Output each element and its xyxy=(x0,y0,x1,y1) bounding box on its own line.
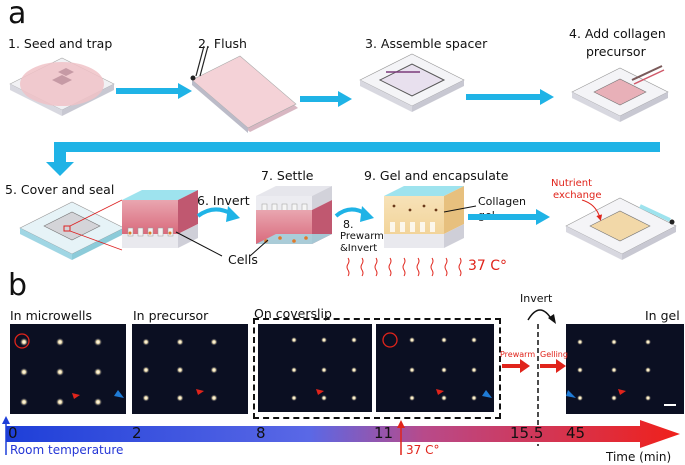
step-3-label: 3. Assemble spacer xyxy=(365,36,488,51)
prewarm-arrow xyxy=(502,359,530,373)
tick-11: 11 xyxy=(374,424,394,442)
panel-letter-a: a xyxy=(8,0,27,31)
prewarm-step-number: 8. xyxy=(343,218,354,231)
room-temperature-label: Room temperature xyxy=(10,443,124,457)
micrograph-cells xyxy=(20,337,651,406)
process-arrow-3 xyxy=(466,89,554,105)
step-9-label: 9. Gel and encapsulate xyxy=(364,168,509,183)
label-invert: Invert xyxy=(520,292,553,305)
step-7-label: 7. Settle xyxy=(261,168,314,183)
coverslip-dashed-box xyxy=(253,318,501,419)
blue-markers xyxy=(114,390,576,398)
process-arrow-2 xyxy=(300,91,352,107)
tick-2: 2 xyxy=(132,424,142,442)
chip-step4 xyxy=(571,65,669,122)
label-gelling: Gelling xyxy=(540,350,568,359)
red-markers xyxy=(72,389,626,399)
time-axis-label: Time (min) xyxy=(606,450,672,464)
invert-curve-arrow xyxy=(527,309,553,321)
timeline-temp-label: 37 C° xyxy=(406,443,440,457)
timeline-bar xyxy=(6,420,680,448)
nutrient-pointer xyxy=(581,199,603,221)
chip-step5 xyxy=(19,201,125,260)
micrograph-in-gel xyxy=(566,324,684,414)
label-in-precursor: In precursor xyxy=(133,308,209,323)
nutrient-exchange-label: Nutrient xyxy=(551,178,593,189)
temperature-label: 37 C° xyxy=(468,258,508,274)
step-6-label: 6. Invert xyxy=(197,193,250,208)
label-in-microwells: In microwells xyxy=(10,308,92,323)
invert-label: &Invert xyxy=(340,243,378,254)
process-arrow-final xyxy=(468,209,550,225)
scale-bar xyxy=(664,404,676,406)
micrograph-in-precursor xyxy=(132,324,248,414)
tick-8: 8 xyxy=(256,424,266,442)
tick-45: 45 xyxy=(566,424,586,442)
label-on-coverslip: On coverslip xyxy=(254,306,332,321)
cells-pointer-2 xyxy=(249,239,269,257)
process-arrow-1 xyxy=(116,83,192,99)
step-4-label-line2: precursor xyxy=(586,44,646,59)
cells-pointer-1 xyxy=(175,231,223,257)
step-2-label: 2. Flush xyxy=(198,36,247,51)
collagen-gel-label: Collagen xyxy=(478,195,526,208)
prewarm-label: Prewarm xyxy=(340,231,384,242)
label-prewarm: Prewarm xyxy=(500,350,536,359)
tick-0: 0 xyxy=(8,424,18,442)
step-5-label: 5. Cover and seal xyxy=(5,182,115,197)
highlight-circle-2 xyxy=(382,332,398,348)
panel-letter-b: b xyxy=(8,268,28,303)
process-arrow-return xyxy=(46,142,660,176)
step-1-label: 1. Seed and trap xyxy=(8,36,113,51)
label-in-gel: In gel xyxy=(645,308,680,323)
heat-squiggles xyxy=(346,257,462,277)
cube-step7 xyxy=(256,186,332,244)
chip-step2 xyxy=(190,45,298,133)
chip-step3 xyxy=(359,53,465,112)
cube-step5 xyxy=(122,190,198,248)
tick-15-5: 15.5 xyxy=(510,424,544,442)
chip-final xyxy=(565,197,677,260)
cube-step9 xyxy=(384,186,464,248)
step-4-label: 4. Add collagen xyxy=(569,26,666,41)
chip-step1 xyxy=(9,57,115,116)
nutrient-exchange-label-line2: exchange xyxy=(553,190,602,201)
gelling-arrow xyxy=(540,359,566,373)
collagen-pointer xyxy=(443,205,477,213)
highlight-circle-1 xyxy=(14,333,30,349)
